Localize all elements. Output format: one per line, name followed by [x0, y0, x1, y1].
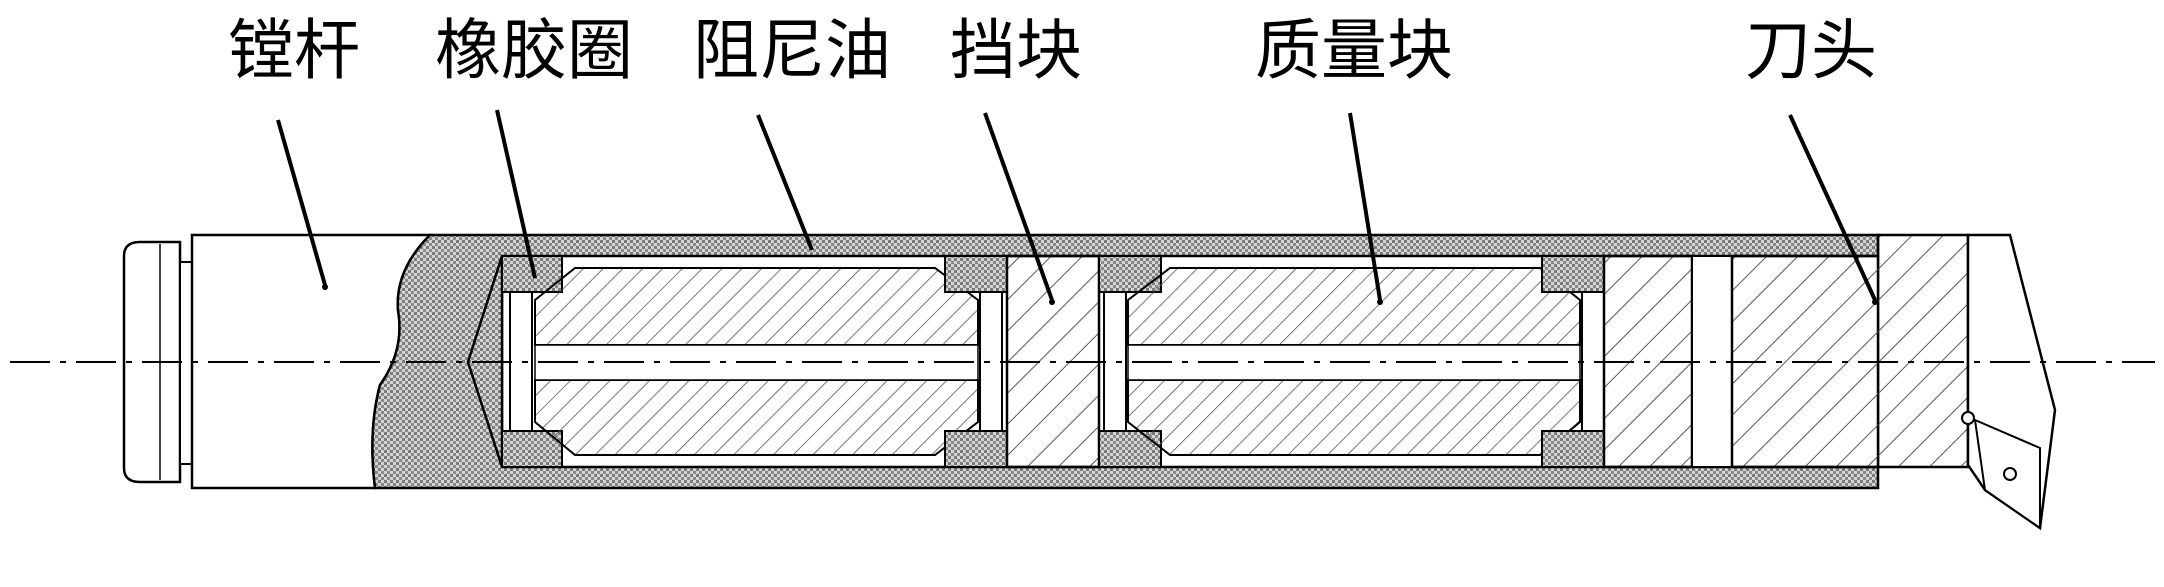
leader-stop-block: [983, 112, 1054, 301]
tool-screw-icon: [1961, 411, 1975, 425]
rubber-ring-1-bottom: [944, 430, 1008, 468]
leader-cutter-head: [1788, 114, 1877, 301]
rubber-ring-3-bottom: [1541, 430, 1605, 468]
leader-damping-oil: [756, 114, 814, 251]
mass-block-2-upper: [1127, 267, 1581, 346]
cutter-head: [1730, 233, 1970, 469]
rubber-ring-3-top: [1541, 255, 1605, 293]
mass-block-1-upper: [534, 267, 979, 346]
leader-boring-bar: [276, 119, 327, 286]
label-damping-oil: 阻尼油: [693, 12, 891, 89]
rubber-ring-1-top: [944, 255, 1008, 293]
label-stop-block: 挡块: [950, 12, 1082, 89]
label-boring-bar: 镗杆: [228, 12, 360, 89]
leader-mass-block: [1348, 112, 1382, 301]
mass-block-1-lower: [534, 379, 979, 456]
end-plate-2-left: [1103, 291, 1127, 432]
label-rubber-ring: 橡胶圈: [435, 12, 633, 89]
mass-block-2-lower: [1127, 379, 1581, 456]
label-mass-block: 质量块: [1255, 12, 1453, 89]
leader-rubber-ring: [495, 109, 537, 279]
label-cutter-head: 刀头: [1745, 12, 1877, 89]
leader-dots: [322, 284, 1878, 305]
end-plate-1-right: [979, 291, 1003, 432]
end-plate-left: [509, 291, 533, 432]
leader-lines: [276, 109, 1877, 301]
tool-hole-icon: [2003, 467, 2017, 481]
